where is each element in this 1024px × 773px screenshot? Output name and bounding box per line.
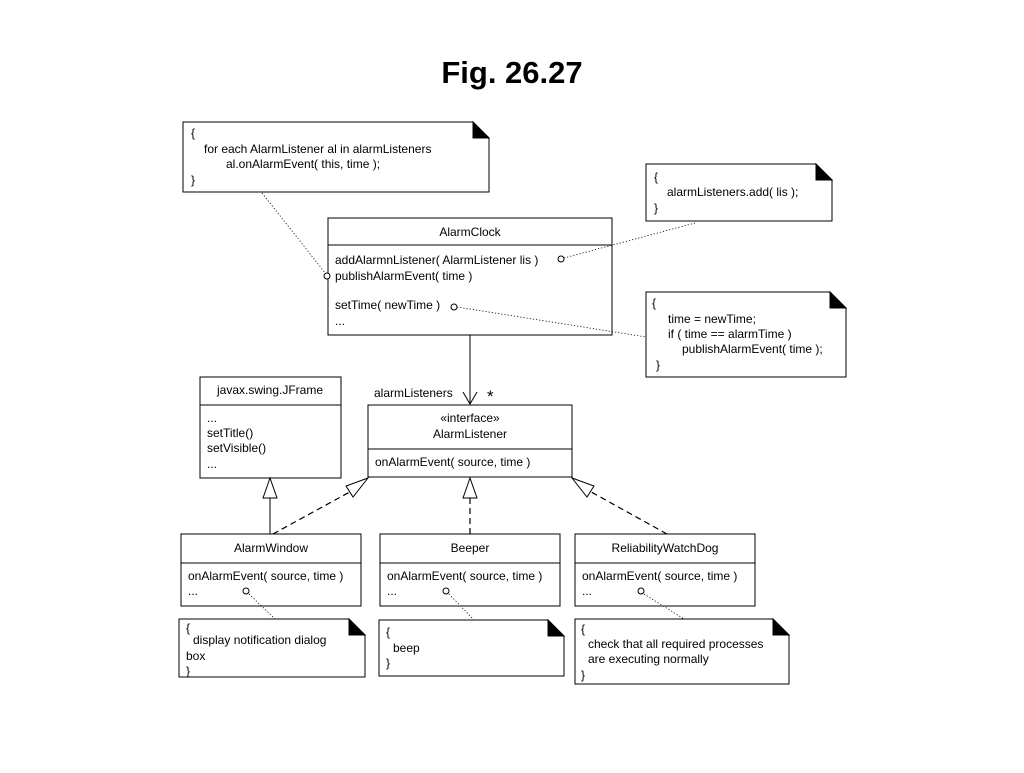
class-name: javax.swing.JFrame <box>216 383 323 397</box>
association-multiplicity: * <box>487 387 494 406</box>
note-beep: { beep } <box>378 618 566 677</box>
note-publish: { for each AlarmListener al in alarmList… <box>182 120 491 193</box>
note-anchor-circle <box>242 587 250 595</box>
class-reliability-watchdog: ReliabilityWatchDog onAlarmEvent( source… <box>574 533 756 607</box>
note-line: { <box>191 126 195 140</box>
note-anchor-publish <box>261 192 327 275</box>
note-line: if ( time == alarmTime ) <box>668 327 792 341</box>
note-line: } <box>656 358 660 372</box>
note-anchor-circle <box>442 587 450 595</box>
class-operation: onAlarmEvent( source, time ) <box>375 455 530 469</box>
note-line: { <box>652 296 656 310</box>
note-line: display notification dialog <box>193 633 326 647</box>
class-alarm-clock: AlarmClock addAlarmnListener( AlarmListe… <box>327 217 613 336</box>
class-operation: onAlarmEvent( source, time ) <box>188 569 343 583</box>
class-operation: ... <box>387 584 397 598</box>
note-anchor-circle <box>450 303 458 311</box>
interface-alarm-listener: «interface» AlarmListener onAlarmEvent( … <box>367 404 573 478</box>
realization-line <box>583 487 668 535</box>
figure-title: Fig. 26.27 <box>441 55 582 90</box>
generalization-arrowhead <box>262 476 278 499</box>
note-line: } <box>191 173 195 187</box>
class-name: Beeper <box>451 541 490 555</box>
note-line: beep <box>393 641 420 655</box>
association-role: alarmListeners <box>374 386 453 400</box>
class-operation: ... <box>335 314 345 328</box>
association-alarm-listeners: alarmListeners * <box>374 335 494 406</box>
note-line: } <box>186 664 190 678</box>
interface-stereotype: «interface» <box>440 411 500 425</box>
note-line: { <box>186 621 190 635</box>
class-operation: ... <box>207 411 217 425</box>
class-operation: ... <box>188 584 198 598</box>
realization-arrowhead <box>345 476 370 498</box>
class-alarm-window: AlarmWindow onAlarmEvent( source, time )… <box>180 533 362 607</box>
class-name: AlarmClock <box>439 225 501 239</box>
note-anchor-circle <box>323 272 331 280</box>
note-line: alarmListeners.add( lis ); <box>667 185 798 199</box>
class-operation: onAlarmEvent( source, time ) <box>582 569 737 583</box>
note-settime: { time = newTime; if ( time == alarmTime… <box>645 290 848 378</box>
note-anchor-add <box>563 222 696 259</box>
class-operation: publishAlarmEvent( time ) <box>335 269 472 283</box>
class-name: ReliabilityWatchDog <box>612 541 719 555</box>
class-operation: setTitle() <box>207 426 253 440</box>
class-operation: setVisible() <box>207 441 266 455</box>
class-operation: ... <box>582 584 592 598</box>
class-name: AlarmListener <box>433 427 507 441</box>
note-line: box <box>186 649 205 663</box>
note-line: publishAlarmEvent( time ); <box>682 342 823 356</box>
note-line: { <box>581 622 585 636</box>
note-line: check that all required processes <box>588 637 763 651</box>
class-operation: ... <box>207 457 217 471</box>
note-window: { display notification dialog box } <box>178 617 367 678</box>
note-line: { <box>654 170 658 184</box>
note-line: are executing normally <box>588 652 709 666</box>
note-line: for each AlarmListener al in alarmListen… <box>204 142 431 156</box>
class-beeper: Beeper onAlarmEvent( source, time ) ... <box>379 533 561 607</box>
class-operation: addAlarmnListener( AlarmListener lis ) <box>335 253 538 267</box>
note-line: { <box>386 625 390 639</box>
note-anchor-circle <box>637 587 645 595</box>
class-name: AlarmWindow <box>234 541 308 555</box>
note-anchor-check <box>643 593 685 620</box>
class-jframe: javax.swing.JFrame ... setTitle() setVis… <box>199 376 342 479</box>
realization-arrowhead <box>570 476 595 498</box>
note-anchor-circle <box>557 255 565 263</box>
realization-line <box>272 487 358 535</box>
note-line: } <box>654 201 658 215</box>
note-line: } <box>386 656 390 670</box>
note-line: time = newTime; <box>668 312 756 326</box>
class-operation: onAlarmEvent( source, time ) <box>387 569 542 583</box>
note-add: { alarmListeners.add( lis ); } <box>645 162 834 222</box>
note-line: al.onAlarmEvent( this, time ); <box>226 157 380 171</box>
note-line: } <box>581 668 585 682</box>
note-check: { check that all required processes are … <box>574 617 791 685</box>
class-operation: setTime( newTime ) <box>335 298 440 312</box>
realization-arrowhead <box>462 476 478 499</box>
